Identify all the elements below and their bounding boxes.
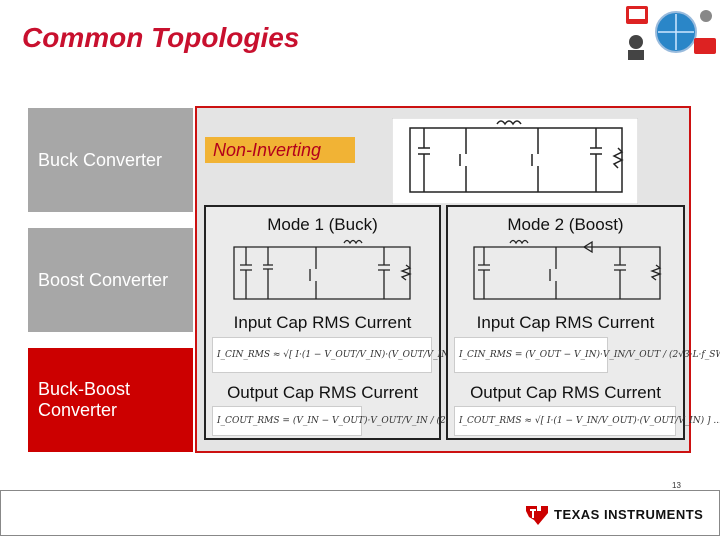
page-title: Common Topologies xyxy=(22,22,300,53)
mode1-output-formula: I_COUT_RMS = (V_IN − V_OUT)·V_OUT/V_IN /… xyxy=(212,406,496,436)
sidebar-item-boost-converter[interactable]: Boost Converter xyxy=(28,228,193,332)
topology-tag: Non-Inverting xyxy=(205,137,355,163)
mode2-output-label: Output Cap RMS Current xyxy=(470,383,661,402)
mode1-title: Mode 1 (Buck) xyxy=(267,215,378,234)
texas-instruments-logo-icon xyxy=(526,506,548,525)
page-number: 13 xyxy=(672,481,681,490)
buck-boost-schematic xyxy=(392,118,638,204)
sidebar-item-label: Boost Converter xyxy=(38,269,169,290)
mode2-boost-schematic xyxy=(473,239,662,300)
mode2-title: Mode 2 (Boost) xyxy=(507,215,624,234)
mode2-input-formula: I_CIN_RMS = (V_OUT − V_IN)·V_IN/V_OUT / … xyxy=(454,337,720,373)
sidebar-item-buck-converter[interactable]: Buck Converter xyxy=(28,108,193,212)
sidebar-item-label: Buck Converter xyxy=(38,149,163,170)
mode2-input-label: Input Cap RMS Current xyxy=(476,313,655,332)
network-collage-icon xyxy=(626,6,716,60)
mode2-output-formula: I_COUT_RMS ≈ √[ I·(1 − V_IN/V_OUT)·(V_OU… xyxy=(454,406,720,436)
mode1-input-label: Input Cap RMS Current xyxy=(233,313,412,332)
sidebar-item-buck-boost-converter[interactable]: Buck-Boost Converter xyxy=(28,348,193,452)
mode1-input-formula: I_CIN_RMS ≈ √[ I·(1 − V_OUT/V_IN)·(V_OUT… xyxy=(212,337,470,373)
mode1-panel: Mode 1 (Buck) Input Cap RMS Current I_CI… xyxy=(204,205,496,440)
sidebar-item-label: Buck-Boost Converter xyxy=(38,379,131,420)
mode1-output-label: Output Cap RMS Current xyxy=(227,383,418,402)
brand-name: TEXAS INSTRUMENTS xyxy=(554,507,704,522)
mode1-buck-schematic xyxy=(233,239,412,300)
mode2-panel: Mode 2 (Boost) Input Cap RMS Current I_C… xyxy=(446,205,720,440)
